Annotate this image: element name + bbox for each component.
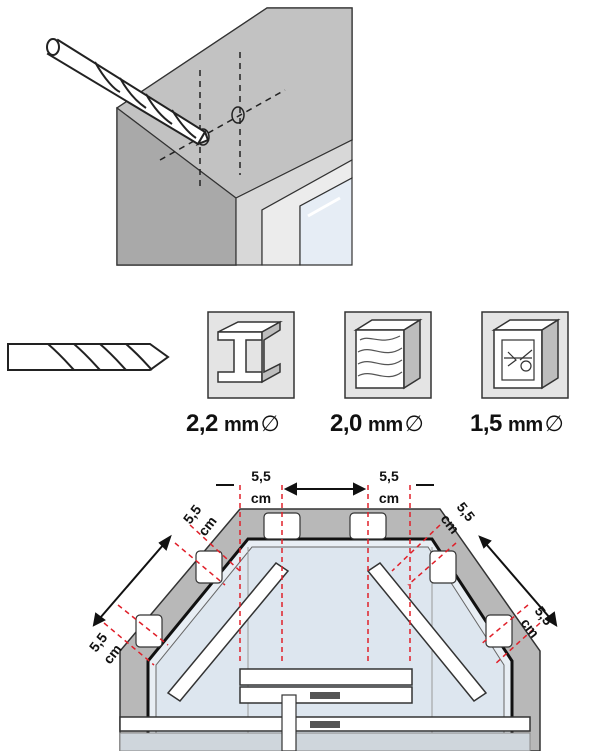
drill-size-plastic: 1,5 mm∅ <box>470 410 564 437</box>
drill-bit-icon <box>46 38 210 147</box>
diameter-icon: ∅ <box>260 411 280 436</box>
diameter-icon: ∅ <box>544 411 564 436</box>
metal-profile-icon <box>207 311 295 399</box>
drill-size-chart <box>0 300 592 450</box>
dimension-value: 5,5 <box>379 468 399 484</box>
bracket-icon <box>485 614 513 648</box>
drill-into-frame-illustration <box>0 0 592 270</box>
bay-window-bracket-diagram: 5,5 cm 5,5 cm 5,5 cm 5,5 cm 5,5 cm 5,5 c… <box>0 455 592 753</box>
wood-icon <box>344 311 432 399</box>
bracket-icon <box>135 614 163 648</box>
dimension-unit: cm <box>251 490 271 506</box>
bracket-icon <box>429 550 457 584</box>
dimension-value: 5,5 <box>251 468 271 484</box>
dimension-unit: cm <box>379 490 399 506</box>
plastic-profile-icon <box>481 311 569 399</box>
drill-size-metal: 2,2 mm∅ <box>186 410 280 437</box>
bracket-icon <box>195 550 223 584</box>
diameter-icon: ∅ <box>404 411 424 436</box>
drill-size-wood: 2,0 mm∅ <box>330 410 424 437</box>
drill-bit-icon <box>7 343 170 371</box>
